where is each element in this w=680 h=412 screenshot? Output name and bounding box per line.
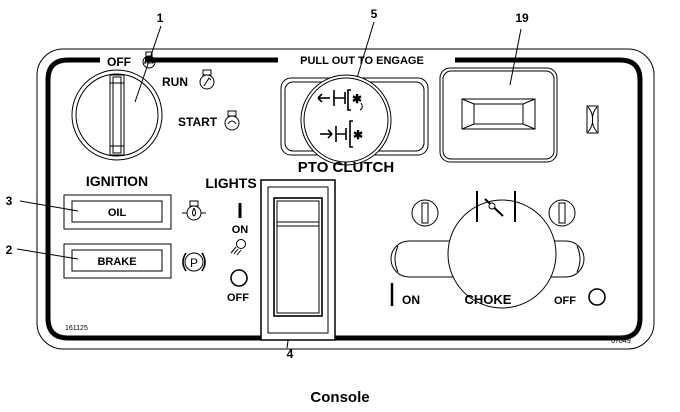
callout-5: 5 (371, 7, 378, 21)
ignition-title: IGNITION (86, 173, 148, 189)
callout-19: 19 (515, 11, 529, 25)
lights-off-mark (230, 269, 248, 287)
choke-valve-icon (476, 191, 516, 222)
brake-label: BRAKE (97, 256, 136, 268)
svg-text:✱: ✱ (353, 128, 363, 142)
choke-control[interactable] (390, 199, 585, 309)
pto-disengage-icon: ✱ (317, 89, 363, 111)
headlight-icon (230, 239, 246, 256)
pto-clutch-knob[interactable]: ✱ ✱ (280, 74, 429, 166)
callout-1: 1 (157, 11, 164, 25)
console-panel-outer (36, 48, 655, 350)
engine-stop-icon: STOP (142, 51, 156, 69)
choke-right-bolt-icon (548, 199, 576, 227)
ignition-switch[interactable] (71, 69, 163, 161)
engine-run-icon (199, 69, 215, 90)
lights-title: LIGHTS (205, 175, 256, 191)
oil-indicator: OIL (63, 194, 172, 230)
choke-left-bolt-icon (411, 199, 439, 227)
lights-switch[interactable] (260, 179, 336, 341)
hour-meter (439, 67, 558, 163)
engine-start-icon (224, 110, 240, 131)
oil-label: OIL (108, 207, 127, 219)
callout-3: 3 (6, 194, 13, 208)
svg-text:STOP: STOP (144, 60, 155, 65)
lights-off-label: OFF (227, 292, 249, 304)
choke-off-label: OFF (554, 295, 576, 307)
callout-2: 2 (6, 243, 13, 257)
console-panel-inner-border (45, 57, 643, 341)
decal-part-number: 161125 (65, 325, 88, 332)
svg-text:P: P (190, 256, 198, 270)
ignition-run-label: RUN (162, 75, 188, 89)
figure-caption: Console (310, 389, 369, 406)
pto-header: PULL OUT TO ENGAGE (300, 55, 424, 67)
brake-indicator: BRAKE (63, 243, 172, 279)
pto-engage-icon: ✱ (320, 120, 363, 148)
svg-text:✱: ✱ (352, 92, 362, 106)
lights-on-label: ON (232, 224, 249, 236)
pto-title: PTO CLUTCH (298, 159, 394, 176)
figure-number: 07049 (611, 338, 631, 345)
oil-pressure-icon (182, 200, 206, 221)
ignition-off-label: OFF (107, 55, 131, 69)
callout-4: 4 (287, 347, 294, 361)
choke-off-mark (588, 288, 606, 306)
parking-brake-icon: P (182, 252, 206, 272)
choke-title: CHOKE (465, 292, 512, 307)
choke-on-label: ON (402, 293, 420, 307)
hourglass-icon (586, 105, 599, 134)
ignition-start-label: START (178, 115, 218, 129)
